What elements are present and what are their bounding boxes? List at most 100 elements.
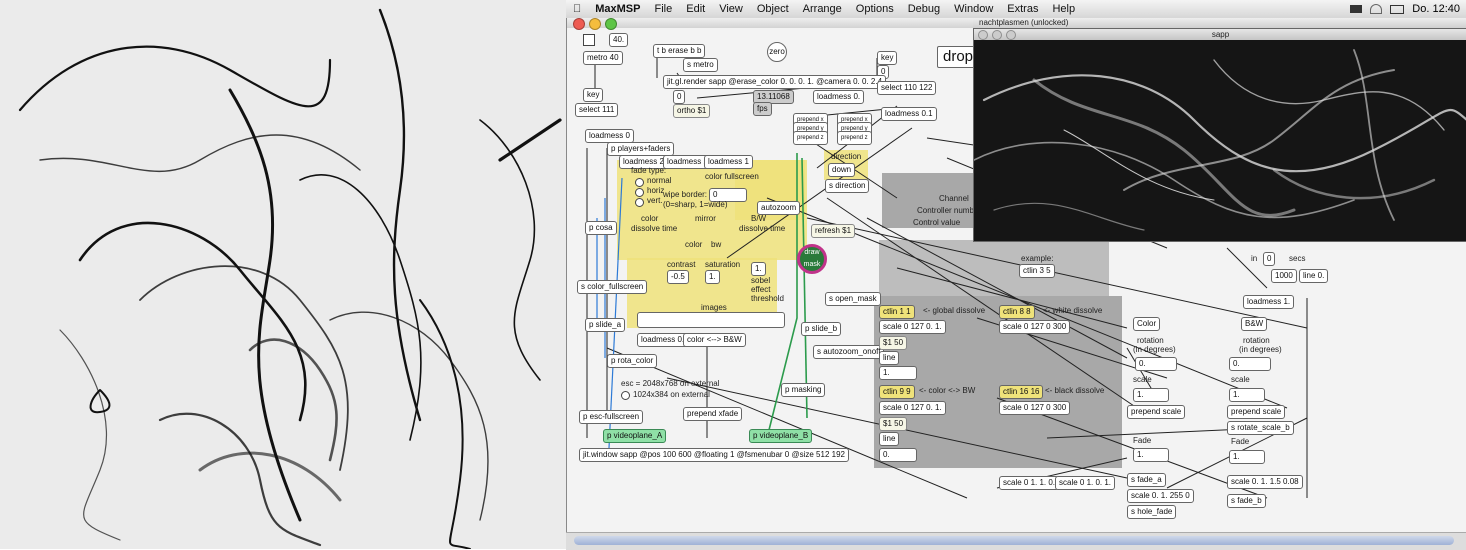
scale-hole-fade[interactable]: scale 0. 1. 255 0 <box>1127 489 1194 503</box>
msg-50-a[interactable]: $1 50 <box>879 336 908 350</box>
loadmess-zero-dot[interactable]: loadmess 0. <box>813 90 865 104</box>
msg-50-b[interactable]: $1 50 <box>879 417 908 431</box>
send-hole-fade[interactable]: s hole_fade <box>1127 505 1177 519</box>
scrollbar-thumb[interactable] <box>574 536 1454 545</box>
line-b[interactable]: line <box>879 432 900 446</box>
minimize-icon[interactable] <box>589 18 601 30</box>
bw-fade-number[interactable]: 1. <box>1229 450 1265 464</box>
send-rotate-scale-b[interactable]: s rotate_scale_b <box>1227 421 1294 435</box>
sapp-close-icon[interactable] <box>978 30 988 40</box>
metro-object[interactable]: metro 40 <box>583 51 623 65</box>
prepend-z-1[interactable]: prepend z <box>793 131 828 145</box>
close-icon[interactable] <box>573 18 585 30</box>
videoplane-a-subpatch[interactable]: p videoplane_A <box>603 429 667 443</box>
apple-icon[interactable]:  <box>566 3 588 15</box>
prepend-xfade[interactable]: prepend xfade <box>683 407 743 421</box>
send-metro[interactable]: s metro <box>683 58 718 72</box>
sapp-minimize-icon[interactable] <box>992 30 1002 40</box>
menu-arrange[interactable]: Arrange <box>794 3 842 15</box>
metro-toggle[interactable] <box>583 34 595 46</box>
radio-normal[interactable] <box>635 178 644 187</box>
num-b[interactable]: 0. <box>879 448 917 462</box>
send-direction[interactable]: s direction <box>825 179 870 193</box>
send-autozoom-onoff[interactable]: s autozoom_onoff <box>813 345 885 359</box>
color-scale-number[interactable]: 1. <box>1133 388 1169 402</box>
loadmess-1-dot[interactable]: loadmess 1. <box>1243 295 1295 309</box>
trigger-object[interactable]: t b erase b b <box>653 44 706 58</box>
esc-fullscreen-subpatch[interactable]: p esc-fullscreen <box>579 410 644 424</box>
menu-options[interactable]: Options <box>847 3 894 15</box>
threshold-number[interactable]: 1. <box>751 262 766 276</box>
number-box[interactable]: 40. <box>609 33 629 47</box>
saturation-number[interactable]: 1. <box>705 270 720 284</box>
select-111[interactable]: select 111 <box>575 103 619 117</box>
radio-1024x384[interactable] <box>621 391 630 400</box>
ctlin-1-1[interactable]: ctlin 1 1 <box>879 305 915 319</box>
menu-file[interactable]: File <box>646 3 673 15</box>
drop-message[interactable]: drop <box>937 46 980 68</box>
radio-vert[interactable] <box>635 198 644 207</box>
secs-number[interactable]: 0 <box>1263 252 1276 266</box>
key-object-2[interactable]: key <box>583 88 604 102</box>
menu-window[interactable]: Window <box>945 3 993 15</box>
jit-window-object[interactable]: jit.window sapp @pos 100 600 @floating 1… <box>579 448 849 462</box>
loadmess-0[interactable]: loadmess 0 <box>585 129 634 143</box>
bw-rotation-number[interactable]: 0. <box>1229 357 1271 371</box>
color-fade-number[interactable]: 1. <box>1133 448 1169 462</box>
players-faders-subpatch[interactable]: p players+faders <box>607 142 675 156</box>
menu-view[interactable]: View <box>710 3 743 15</box>
scale-black[interactable]: scale 0 127 0 300 <box>999 401 1071 415</box>
contrast-number[interactable]: -0.5 <box>667 270 689 284</box>
images-panel[interactable] <box>637 312 785 328</box>
line-zero[interactable]: line 0. <box>1299 269 1329 283</box>
ortho-message[interactable]: ortho $1 <box>673 104 711 118</box>
scale-fade-b[interactable]: scale 0. 1. 1.5 0.08 <box>1227 475 1303 489</box>
direction-menu[interactable]: down <box>828 163 856 177</box>
radio-horiz[interactable] <box>635 188 644 197</box>
send-open-mask[interactable]: s open_mask <box>825 292 881 306</box>
videoplane-b-subpatch[interactable]: p videoplane_B <box>749 429 813 443</box>
scale-global[interactable]: scale 0 127 0. 1. <box>879 320 946 334</box>
scale-white[interactable]: scale 0 127 0 300 <box>999 320 1071 334</box>
battery-icon[interactable] <box>1390 4 1405 14</box>
menu-app-name[interactable]: MaxMSP <box>587 3 640 15</box>
ortho-number-box[interactable]: 0 <box>673 90 686 104</box>
ctlin-8-8[interactable]: ctlin 8 8 <box>999 305 1035 319</box>
clock[interactable]: Do. 12:40 <box>1412 3 1460 15</box>
bw-prepend-scale[interactable]: prepend scale <box>1227 405 1286 419</box>
send-color-fullscreen[interactable]: s color_fullscreen <box>577 280 648 294</box>
autozoom-toggle-label[interactable]: autozoom <box>757 201 801 215</box>
draw-mask-button[interactable]: draw mask <box>797 244 827 274</box>
horizontal-scrollbar[interactable] <box>566 532 1466 550</box>
menu-extras[interactable]: Extras <box>999 3 1038 15</box>
line-a[interactable]: line <box>879 351 900 365</box>
scale-inverse[interactable]: scale 0 1. 1. 0. <box>999 476 1060 490</box>
refresh-message[interactable]: refresh $1 <box>811 224 856 238</box>
loadmess-20[interactable]: loadmess 20 <box>663 155 717 169</box>
slide-a-subpatch[interactable]: p slide_a <box>585 318 626 332</box>
wifi-icon[interactable] <box>1370 4 1383 14</box>
menu-debug[interactable]: Debug <box>899 3 940 15</box>
color-rotation-number[interactable]: 0. <box>1135 357 1177 371</box>
send-fade-a[interactable]: s fade_a <box>1127 473 1166 487</box>
select-key-codes[interactable]: select 110 122 <box>877 81 937 95</box>
prepend-z-2[interactable]: prepend z <box>837 131 872 145</box>
menu-object[interactable]: Object <box>748 3 789 15</box>
ctlin-example[interactable]: ctlin 3 5 <box>1019 264 1055 278</box>
menu-edit[interactable]: Edit <box>677 3 705 15</box>
scale-direct[interactable]: scale 0 1. 0. 1. <box>1055 476 1116 490</box>
loadmess-1[interactable]: loadmess 1 <box>704 155 753 169</box>
zero-button[interactable]: zero <box>767 42 787 62</box>
ms-1000[interactable]: 1000 <box>1271 269 1297 283</box>
bw-scale-number[interactable]: 1. <box>1229 388 1265 402</box>
loadmess-0-1[interactable]: loadmess 0.1 <box>881 107 937 121</box>
slide-b-subpatch[interactable]: p slide_b <box>801 322 842 336</box>
send-fade-b[interactable]: s fade_b <box>1227 494 1266 508</box>
color-prepend-scale[interactable]: prepend scale <box>1127 405 1186 419</box>
display-icon[interactable] <box>1350 5 1363 13</box>
masking-subpatch[interactable]: p masking <box>781 383 826 397</box>
sapp-zoom-icon[interactable] <box>1006 30 1016 40</box>
num-a[interactable]: 1. <box>879 366 917 380</box>
scale-colorbw[interactable]: scale 0 127 0. 1. <box>879 401 946 415</box>
wipe-border-number[interactable]: 0 <box>709 188 747 202</box>
